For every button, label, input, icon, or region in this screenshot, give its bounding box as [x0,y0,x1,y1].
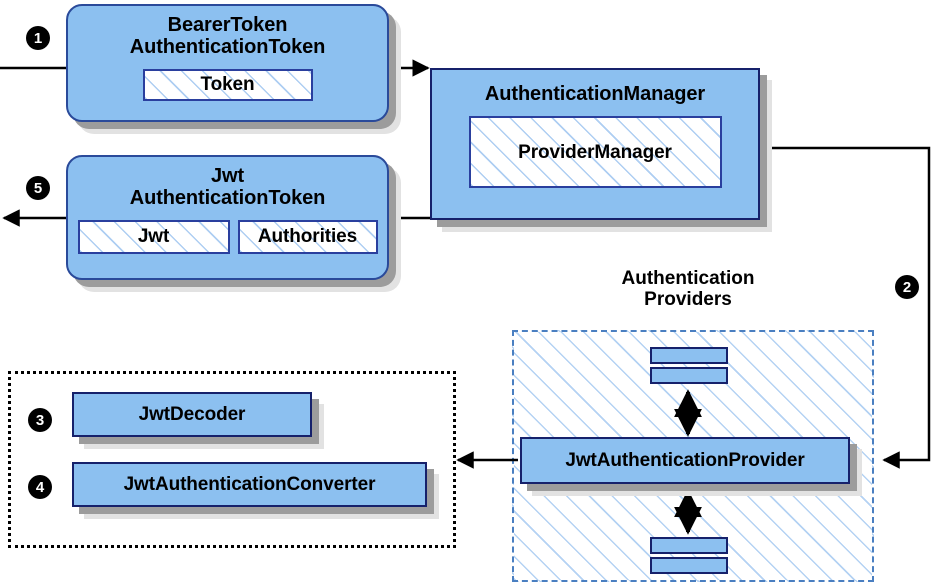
authentication-manager-inner-provider-manager-box: ProviderManager [468,116,722,189]
step-marker-3: 3 [28,408,52,432]
provider-mini-bar-top-1 [650,347,728,364]
jwt-inner-authorities-box: Authorities [237,219,378,254]
jwt-authentication-token-title-line-2: AuthenticationToken [129,187,326,210]
provider-mini-bar-bottom-2 [650,557,728,574]
authentication-providers-label-line-1: Authentication [621,268,755,289]
provider-manager-label: ProviderManager [518,141,672,163]
jwt-inner-jwt-box: Jwt [77,219,230,254]
authentication-providers-group-label: Authentication Providers [588,268,788,311]
bearer-token-title-line-1: BearerToken [167,14,288,36]
provider-mini-bar-top-2 [650,367,728,384]
step-marker-4: 4 [28,475,52,499]
step-marker-1: 1 [26,26,50,50]
bearer-token-title-line-2: AuthenticationToken [129,36,326,59]
jwt-authentication-token-inner-row: Jwt Authorities [77,219,378,254]
jwt-inner-authorities-label: Authorities [257,226,358,248]
provider-mini-bar-bottom-1 [650,537,728,554]
jwt-authentication-token-title-line-1: Jwt [210,165,245,187]
authentication-providers-label-line-2: Providers [644,289,732,311]
jwt-authentication-converter-label: JwtAuthenticationConverter [123,473,376,495]
bearer-token-inner-token-label: Token [200,74,255,96]
jwt-decoder-box[interactable]: JwtDecoder [72,392,312,437]
jwt-authentication-converter-box[interactable]: JwtAuthenticationConverter [72,462,427,507]
jwt-authentication-token-box[interactable]: Jwt AuthenticationToken Jwt Authorities [66,155,389,280]
step-marker-5: 5 [26,176,50,200]
bearer-token-authentication-token-box[interactable]: BearerToken AuthenticationToken Token [66,4,389,122]
jwt-decoder-label: JwtDecoder [138,403,246,425]
authentication-manager-title: AuthenticationManager [484,83,706,105]
step-marker-2: 2 [895,275,919,299]
jwt-inner-jwt-label: Jwt [137,226,170,248]
jwt-authentication-provider-box[interactable]: JwtAuthenticationProvider [520,437,850,484]
authentication-manager-box[interactable]: AuthenticationManager ProviderManager [430,68,760,220]
jwt-support-group [8,371,456,548]
bearer-token-inner-token-box: Token [142,68,313,101]
jwt-authentication-provider-label: JwtAuthenticationProvider [565,449,805,471]
